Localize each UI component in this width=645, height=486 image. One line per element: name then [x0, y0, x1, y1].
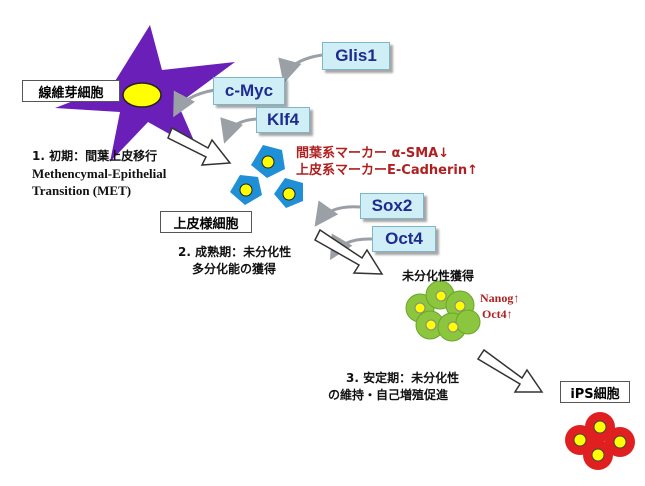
factor-arrows — [173, 53, 373, 261]
mesenchymal-marker: 間葉系マーカー α-SMA↓ — [296, 146, 450, 161]
stage1-description: 1. 初期：間葉上皮移行 Methencymal-Epithelial Tran… — [32, 148, 166, 199]
fibroblast-label: 線維芽細胞 — [22, 80, 120, 102]
arrow-stage3 — [476, 348, 544, 393]
stage3-line2: の維持・自己増殖促進 — [328, 388, 449, 402]
stage3-title: 3. 安定期：未分化性 — [346, 371, 460, 385]
epithelial-cell-label: 上皮様細胞 — [160, 211, 252, 233]
stage1-line3: Transition (MET) — [32, 183, 132, 198]
ips-cell-label: iPS細胞 — [560, 381, 630, 403]
oct4-marker: Oct4↑ — [482, 307, 513, 321]
stage3-description: 3. 安定期：未分化性 の維持・自己増殖促進 — [328, 370, 459, 404]
nanog-marker: Nanog↑ — [480, 291, 520, 305]
stage1-line2: Methencymal-Epithelial — [32, 166, 167, 181]
undifferentiated-colony — [405, 280, 481, 342]
factor-sox2: Sox2 — [360, 193, 424, 219]
stage1-title: 1. 初期：間葉上皮移行 — [32, 149, 158, 163]
factor-glis1: Glis1 — [322, 42, 390, 70]
undifferentiated-label: 未分化性獲得 — [402, 269, 475, 283]
ips-cells — [565, 412, 635, 470]
factor-klf4: Klf4 — [256, 107, 310, 133]
epithelial-cells — [230, 145, 303, 208]
stage2-title: 2. 成熟期：未分化性 — [178, 245, 292, 259]
arrow-stage1 — [167, 126, 232, 166]
factor-oct4: Oct4 — [372, 226, 436, 252]
epithelial-marker: 上皮系マーカーE-Cadherin↑ — [296, 163, 478, 178]
process-arrows — [167, 126, 544, 393]
stage2-line2: 多分化能の獲得 — [192, 262, 277, 276]
stage2-description: 2. 成熟期：未分化性 多分化能の獲得 — [178, 244, 291, 278]
arrow-stage2 — [314, 228, 384, 275]
fibroblast-cell — [55, 25, 235, 162]
factor-cmyc: c-Myc — [213, 77, 285, 105]
